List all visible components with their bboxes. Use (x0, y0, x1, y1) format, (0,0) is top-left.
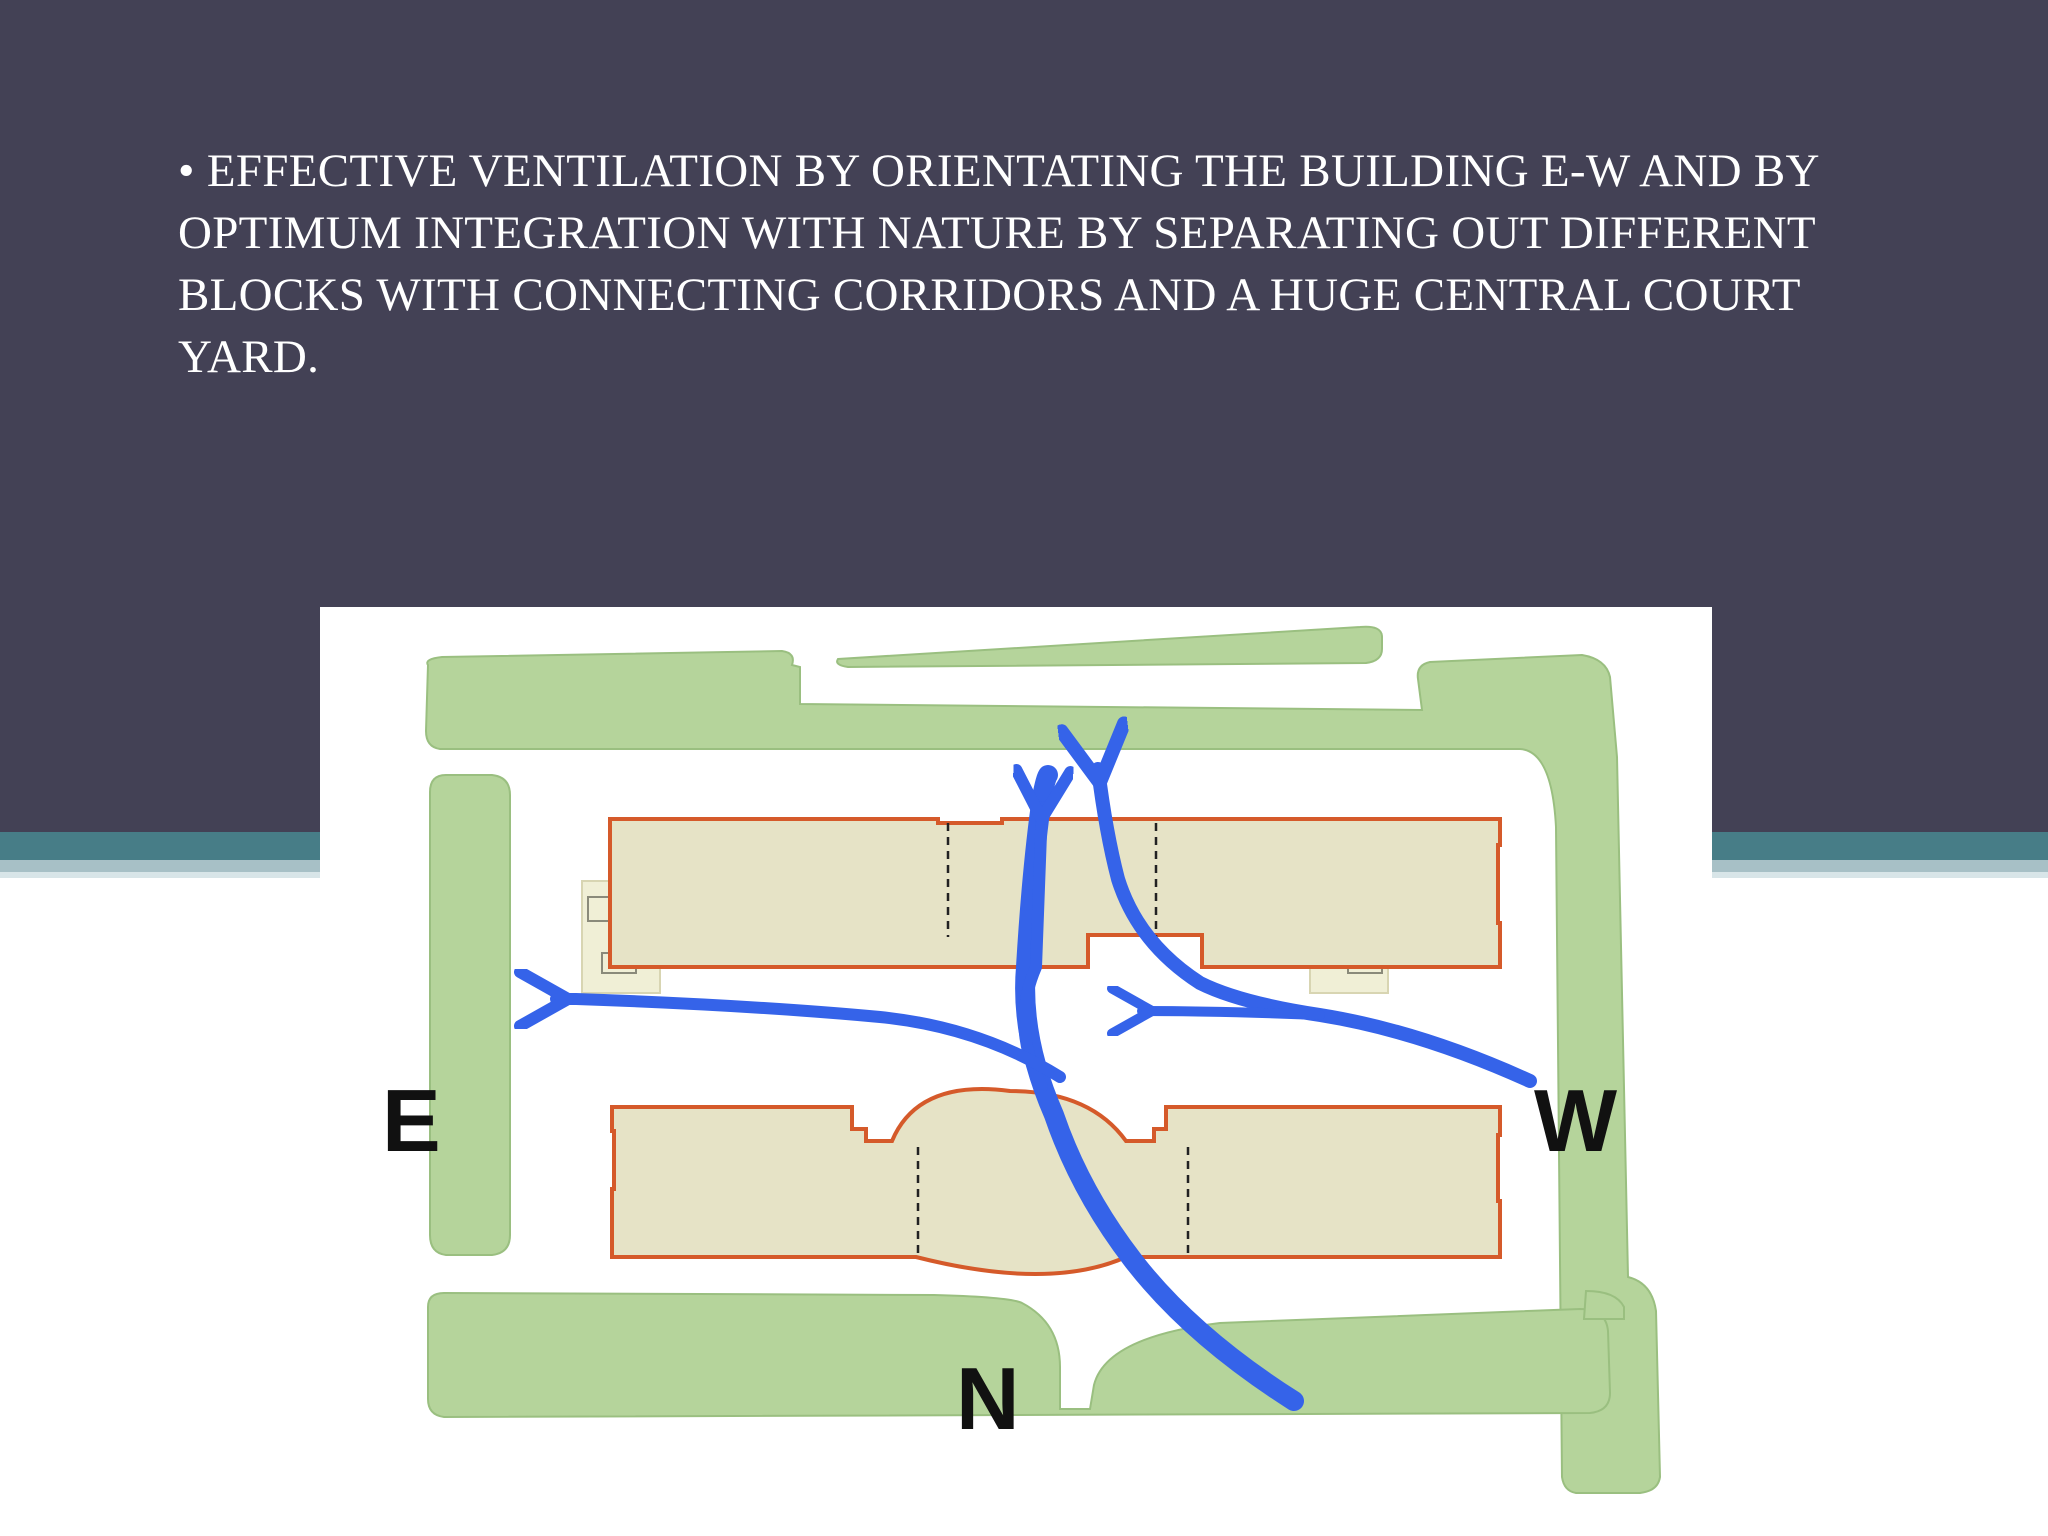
bullet-body: EFFECTIVE VENTILATION BY ORIENTATING THE… (178, 145, 1819, 383)
airflow-west-inner (1142, 1011, 1325, 1015)
north-block (608, 817, 1502, 969)
airflow-west-to-north (1098, 769, 1537, 1088)
compass-east-label: E (382, 1071, 441, 1170)
decor-line (1712, 888, 2012, 892)
green-top-strip (836, 625, 1383, 669)
compass-labels: E W N (382, 1071, 1617, 1448)
south-block (610, 1087, 1502, 1276)
block-division-lines (916, 823, 1190, 1255)
bullet-glyph: • (178, 145, 195, 197)
green-south-left (427, 1291, 1612, 1419)
airflow-north-branch (1024, 807, 1042, 1093)
compass-north-label: N (956, 1349, 1020, 1448)
compass-west-label: W (1534, 1071, 1617, 1170)
decor-line (1712, 904, 2012, 908)
site-plan-svg: E W N (382, 625, 1662, 1494)
site-plan-diagram: E W N (320, 607, 1712, 1536)
airflow-arrows (556, 769, 1537, 1411)
building-blocks (608, 817, 1502, 1276)
green-east-arc (1582, 1289, 1625, 1320)
green-east-strip (429, 774, 511, 1256)
slide-bullet-text: • EFFECTIVE VENTILATION BY ORIENTATING T… (178, 140, 1868, 388)
green-top-frame (424, 649, 1662, 1494)
airflow-east (556, 999, 1066, 1083)
landscape-areas (424, 625, 1662, 1494)
